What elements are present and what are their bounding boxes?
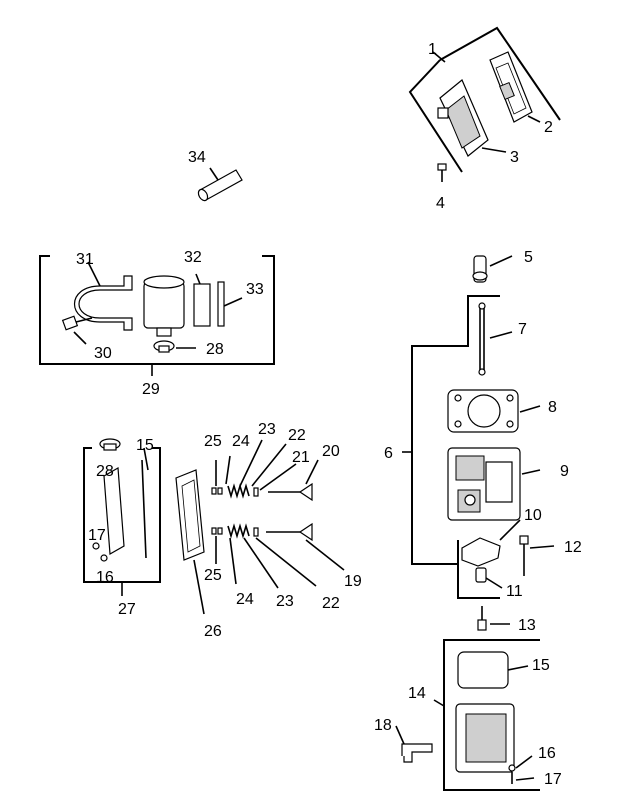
callout-17-right: 17 xyxy=(544,771,562,788)
callout-31: 31 xyxy=(76,251,94,268)
callout-5: 5 xyxy=(524,249,533,266)
callout-17-left: 17 xyxy=(88,527,106,544)
callout-14: 14 xyxy=(408,685,426,702)
callout-23-bottom: 23 xyxy=(276,593,294,610)
cylinder-head-group xyxy=(402,295,555,599)
callout-32: 32 xyxy=(184,249,202,266)
callout-22-top: 22 xyxy=(288,427,306,444)
callout-6: 6 xyxy=(384,445,393,462)
callout-25-top: 25 xyxy=(204,433,222,450)
tappet-part xyxy=(472,255,513,283)
callout-4: 4 xyxy=(436,195,445,212)
callout-18: 18 xyxy=(374,717,392,734)
breather-kit-group xyxy=(83,438,161,596)
callout-29: 29 xyxy=(142,381,160,398)
callout-19: 19 xyxy=(344,573,362,590)
callout-27: 27 xyxy=(118,601,136,618)
callout-7: 7 xyxy=(518,321,527,338)
callout-labels: 1 2 3 4 34 31 32 33 30 28 29 5 7 8 6 9 1… xyxy=(76,41,582,788)
callout-23-top: 23 xyxy=(258,421,276,438)
valve-train-group xyxy=(175,439,345,615)
callout-24-top: 24 xyxy=(232,433,250,450)
callout-15-right: 15 xyxy=(532,657,550,674)
callout-34: 34 xyxy=(188,149,206,166)
cover-kit-group xyxy=(395,639,540,791)
callout-28-left: 28 xyxy=(96,463,114,480)
callout-30: 30 xyxy=(94,345,112,362)
callout-16-right: 16 xyxy=(538,745,556,762)
callout-24-bottom: 24 xyxy=(236,591,254,608)
callout-13: 13 xyxy=(518,617,536,634)
callout-22-bottom: 22 xyxy=(322,595,340,612)
callout-3: 3 xyxy=(510,149,519,166)
callout-12: 12 xyxy=(564,539,582,556)
rocker-arm-part xyxy=(461,537,501,567)
callout-15-left: 15 xyxy=(136,437,154,454)
pin-part xyxy=(197,167,243,202)
callout-16-left: 16 xyxy=(96,569,114,586)
callout-1: 1 xyxy=(428,41,437,58)
callout-21: 21 xyxy=(292,449,310,466)
callout-8: 8 xyxy=(548,399,557,416)
bracket-kit-group xyxy=(39,255,275,376)
callout-28-top: 28 xyxy=(206,341,224,358)
valve-cover-group xyxy=(408,26,561,182)
callout-20: 20 xyxy=(322,443,340,460)
callout-11: 11 xyxy=(506,583,523,600)
bolt-part xyxy=(477,606,510,631)
callout-9: 9 xyxy=(560,463,569,480)
callout-10: 10 xyxy=(524,507,542,524)
callout-33: 33 xyxy=(246,281,264,298)
callout-26: 26 xyxy=(204,623,222,640)
callout-25-bottom: 25 xyxy=(204,567,222,584)
callout-2: 2 xyxy=(544,119,553,136)
screw-part xyxy=(437,163,447,171)
